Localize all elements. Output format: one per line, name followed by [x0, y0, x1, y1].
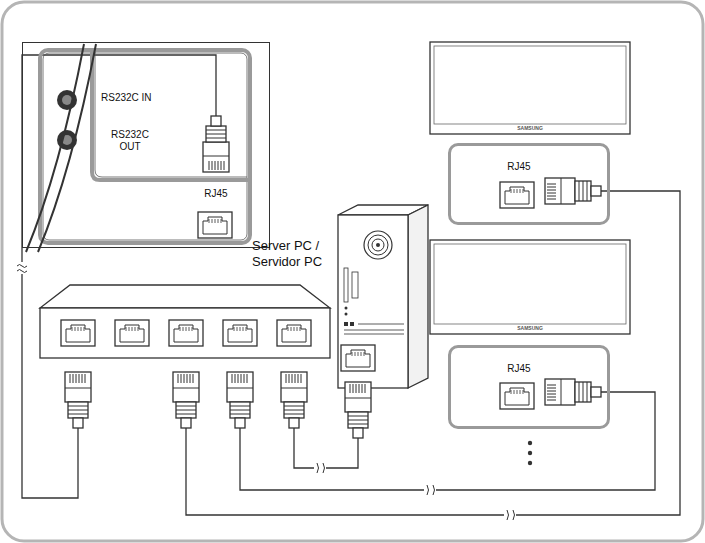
network-hub — [40, 285, 330, 308]
more-displays-dots — [528, 461, 532, 465]
connector-panel — [62, 95, 72, 105]
server-pc-tower — [344, 268, 348, 302]
cable-break-marks — [427, 485, 435, 495]
network-hub — [40, 285, 330, 358]
cable-break-marks — [504, 509, 516, 521]
rj45-port-box: RJ45 — [448, 345, 610, 429]
rs232c-cable — [26, 44, 84, 252]
port-label: RJ45 — [199, 188, 233, 200]
network-hub — [277, 320, 311, 346]
server-pc-tower — [408, 205, 428, 388]
display-1-port — [500, 178, 601, 208]
display-1-port — [545, 178, 601, 204]
connector-panel — [40, 50, 250, 243]
cable-break-marks — [17, 265, 27, 273]
connector-panel — [203, 116, 229, 172]
display-2 — [430, 240, 630, 334]
more-displays-dots — [528, 441, 532, 445]
connector-panel — [92, 52, 248, 180]
brand-logo: SAMSUNG — [505, 125, 555, 131]
port-label: RJ45 — [499, 161, 539, 173]
connector-panel — [40, 50, 250, 243]
rj45-port-box: RJ45 — [448, 143, 610, 225]
display-1 — [430, 42, 630, 134]
network-hub — [40, 308, 330, 358]
port-label: RJ45 — [499, 363, 539, 375]
display-1 — [434, 46, 626, 124]
cable-break-marks — [507, 510, 515, 520]
port-label: RS232C IN — [101, 92, 167, 104]
server-pc-tower — [344, 324, 404, 334]
server-pc-tower — [338, 205, 428, 438]
connector-panel-box: RS232C IN RS232C OUT RJ45 — [22, 42, 270, 248]
display-2 — [434, 244, 626, 324]
cables — [22, 55, 216, 498]
server-pc-tower — [338, 215, 408, 388]
cable-break-marks — [314, 462, 326, 474]
network-hub — [223, 320, 257, 346]
network-hub — [169, 320, 203, 346]
server-pc-tower — [345, 307, 348, 310]
more-displays-dots — [528, 451, 532, 455]
display-1-port — [545, 178, 601, 204]
server-pc-tower — [345, 313, 348, 316]
hub-plugs — [65, 372, 91, 428]
device-label: Server PC / Servidor PC — [252, 238, 336, 270]
cable-break-marks — [424, 484, 436, 496]
display-2-port — [500, 383, 534, 409]
port-label: RS232C OUT — [107, 129, 153, 153]
rs232c-cable — [38, 44, 96, 252]
hub-plugs — [281, 372, 307, 428]
server-pc-tower — [350, 322, 354, 326]
display-1 — [430, 42, 630, 134]
brand-logo: SAMSUNG — [505, 325, 555, 331]
server-pc-tower — [352, 272, 358, 298]
hub-plugs — [173, 372, 199, 428]
display-2-port — [500, 379, 601, 409]
server-pc-tower — [364, 231, 392, 259]
cable-break-marks — [17, 262, 27, 274]
connector-panel — [203, 116, 229, 172]
connector-panel — [95, 52, 247, 177]
network-hub — [61, 320, 95, 346]
cable-break-marks — [317, 463, 325, 473]
rs232c-cable — [26, 44, 96, 252]
display-2 — [430, 240, 630, 334]
server-pc-tower — [344, 322, 348, 326]
display-2-port — [545, 379, 601, 405]
hub-plugs — [227, 372, 253, 428]
server-pc-tower — [345, 382, 371, 438]
server-pc: Server PC / Servidor PC — [252, 238, 342, 276]
display-1-port — [500, 182, 534, 208]
more-displays-dots — [528, 441, 532, 465]
server-pc-tower — [368, 235, 388, 255]
display-2-port — [545, 379, 601, 405]
connector-panel — [198, 212, 232, 238]
server-pc-tower — [376, 243, 380, 247]
server-pc-tower — [372, 239, 384, 251]
server-pc-tower — [341, 345, 375, 371]
network-hub — [115, 320, 149, 346]
hub-plugs — [65, 372, 307, 428]
